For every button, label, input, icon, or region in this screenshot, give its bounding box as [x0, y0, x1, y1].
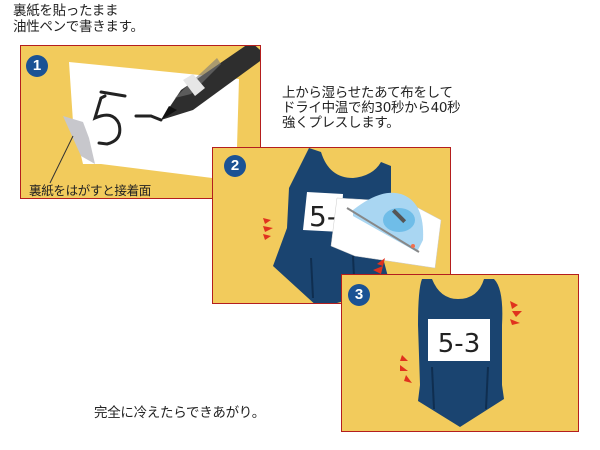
step-number-badge: 1 [26, 55, 48, 77]
step-number-badge: 2 [224, 155, 246, 177]
step1-caption-line1: 裏紙を貼ったまま [13, 3, 119, 19]
heat-arrows [263, 218, 385, 274]
card-text: 5-3 [438, 329, 480, 359]
ironing-illustration: 5- [263, 148, 442, 303]
cool-arrows [400, 301, 522, 383]
step3-panel: 5-3 3 [341, 274, 579, 432]
step2-caption-line3: 強くプレスします。 [282, 115, 400, 131]
adhesive-side-label: 裏紙をはがすと接着面 [29, 183, 152, 198]
step3-caption: 完全に冷えたらできあがり。 [94, 405, 265, 421]
label-writing-illustration [49, 46, 260, 184]
step-number-badge: 3 [348, 284, 370, 306]
finished-swimsuit-illustration: 5-3 [400, 279, 522, 427]
step2-caption-line2: ドライ中温で約30秒から40秒 [282, 100, 461, 116]
card-text: 5- [309, 200, 337, 233]
step2-caption-line1: 上から湿らせたあて布をして [282, 85, 453, 101]
step1-panel: 1 裏紙をはがすと接着面 [20, 45, 261, 199]
step1-caption-line2: 油性ペンで書きます。 [13, 19, 144, 35]
